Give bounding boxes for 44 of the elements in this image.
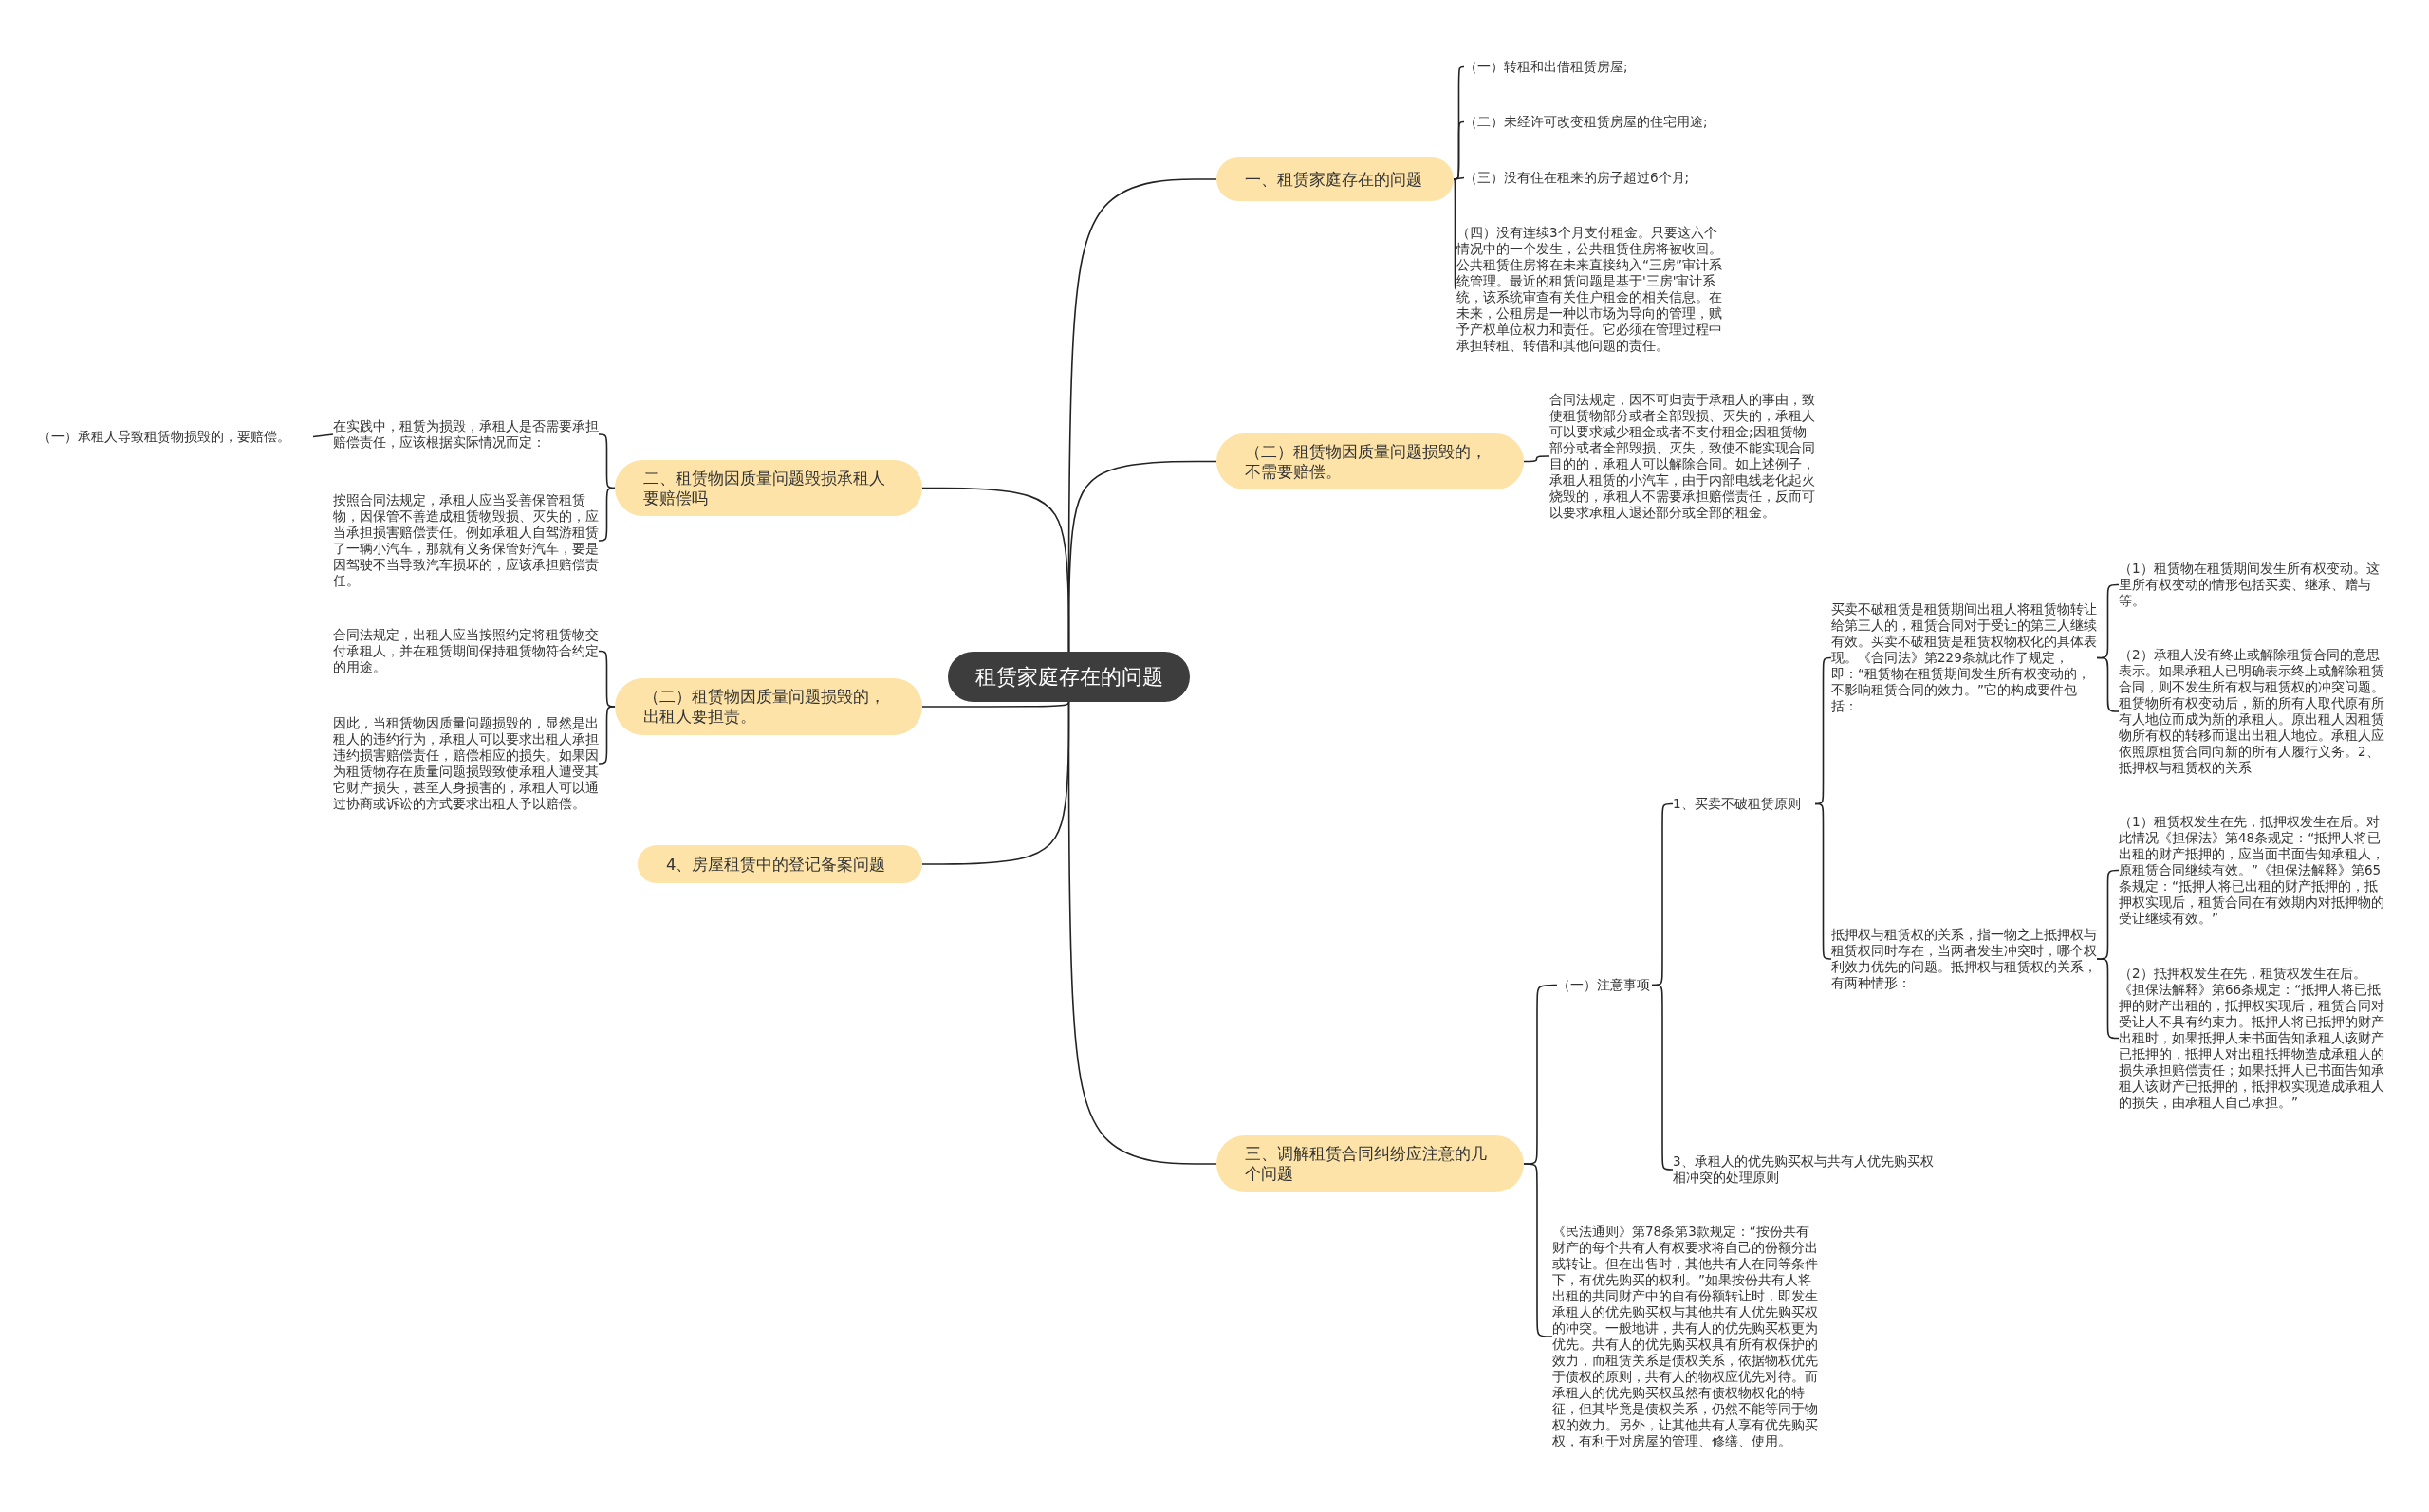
topic-text: 按照合同法规定，承租人应当妥善保管租赁物，因保管不善造成租赁物毁损、灭失的，应当承担损害赔偿责任。例如承租人自驾游租赁了一辆小汽车，那就有义务保管好汽车，要是因驾驶不当导致汽车损坏的，应该承担赔偿责任。 <box>333 492 599 589</box>
topic-text: 抵押权与租赁权的关系，指一物之上抵押权与租赁权同时存在，当两者发生冲突时，哪个权利效力优先的问题。抵押权与租赁权的关系，有两种情形： <box>1831 927 2097 991</box>
topic-text: （三）没有住在租来的房子超过6个月; <box>1464 170 1691 186</box>
topic-title: 租赁家庭存在的问题 <box>974 664 1163 690</box>
topic-text: （一）注意事项 <box>1557 977 1651 993</box>
connector-line <box>921 701 1070 708</box>
connector-line <box>598 487 616 542</box>
topic-pill <box>638 845 922 883</box>
connector-line <box>1523 455 1550 463</box>
connector-line <box>2096 958 2120 1040</box>
topic-text: 合同法规定，因不可归责于承租人的事由，致使租赁物部分或者全部毁损、灭失的，承租人可以要求减少租金或者不支付租金;因租赁物部分或者全部毁损、灭失，致使不能实现合同目的的，承租人可以解除合同。如上述例子，承租人租赁的小汽车，由于内部电线老化起火烧毁的，承租人不需要承担赔偿责任，反而可以要求承租人退还部分或全部的租金。 <box>1549 392 1815 521</box>
topic-text: （2）抵押权发生在先，租赁权发生在后。《担保法解释》第66条规定：“抵押人将已抵押的财产出租的，抵押权实现后，租赁合同对受让人不具有约束力。抵押人将已抵押的财产出租时，如果抵押人未书面告知承租人该财产已抵押的，抵押人对出租抵押物造成承租人的损失承担赔偿责任；如果抵押人已书面告知承租人该财产已抵押的，抵押权实现造成承租人的损失，由承租人自己承担。” <box>2119 966 2385 1111</box>
topic-label: （二）租赁物因质量问题损毁的，出租人要担责。 <box>643 687 886 727</box>
connector-line <box>921 701 1070 865</box>
connector-line <box>2096 656 2120 712</box>
topic-text: （二）未经许可改变租赁房屋的住宅用途; <box>1464 114 1709 130</box>
topic-label: 三、调解租赁合同纠纷应注意的几个问题 <box>1245 1144 1488 1184</box>
topic-text: 合同法规定，出租人应当按照约定将租赁物交付承租人，并在租赁期间保持租赁物符合约定的用途。 <box>333 627 599 675</box>
topic-text: （四）没有连续3个月支付租金。只要这六个情况中的一个发生，公共租赁住房将被收回。公共租赁住房将在未来直接纳入“三房”审计系统管理。最近的租赁问题是基于'三房'审计系统，该系统审查有关住户租金的相关信息。在未来，公租房是一种以市场为导向的管理，赋予产权单位权力和责任。它必须在管理过程中承担转租、转借和其他问题的责任。 <box>1456 225 1722 354</box>
topic-pill <box>615 678 922 735</box>
topic-text: 在实践中，租赁为损毁，承租人是否需要承担赔偿责任，应该根据实际情况而定： <box>333 418 599 451</box>
topic-text: 3、承租人的优先购买权与共有人优先购买权相冲突的处理原则 <box>1673 1153 1935 1186</box>
connector-line <box>921 487 1070 653</box>
connector-line <box>1453 178 1457 290</box>
topic-text: （1）租赁物在租赁期间发生所有权变动。这里所有权变动的情形包括买卖、继承、赠与等。 <box>2119 561 2381 609</box>
topic-text: （2）承租人没有终止或解除租赁合同的意思表示。如果承租人已明确表示终止或解除租赁合同，则不发生所有权与租赁权的冲突问题。租赁物所有权变动后，新的所有人取代原有所有人地位而成为新的承租人。原出租人因租赁物所有权的转移而退出出租人地位。承租人应依照原租赁合同向新的所有人履行义务。2、抵押权与租赁权的关系 <box>2119 647 2385 776</box>
topic-text: 因此，当租赁物因质量问题损毁的，显然是出租人的违约行为，承租人可以要求出租人承担违约损害赔偿责任，赔偿相应的损失。如果因为租赁物存在质量问题损毁致使承租人遭受其它财产损失，甚至人身损害的，承租人可以通过协商或诉讼的方式要求出租人予以赔偿。 <box>333 715 599 812</box>
topic-text: 买卖不破租赁是租赁期间出租人将租赁物转让给第三人的，租赁合同对于受让的第三人继续有效。买卖不破租赁是租赁权物权化的具体表现。《合同法》第229条就此作了规定，即：“租赁物在租赁期间发生所有权变动的，不影响租赁合同的效力。”它的构成要件包括： <box>1831 601 2097 714</box>
topic-pill <box>1216 157 1454 201</box>
topic-label: （二）租赁物因质量问题损毁的，不需要赔偿。 <box>1245 441 1488 482</box>
connector-line <box>1814 802 1832 960</box>
topic-text: 《民法通则》第78条第3款规定：“按份共有财产的每个共有人有权要求将自己的份额分出或转让。但在出售时，其他共有人在同等条件下，有优先购买的权利。”如果按份共有人将出租的共同财产中的自有份额转让时，即发生承租人的优先购买权与其他共有人优先购买权的冲突。一般地讲，共有人的优先购买权更为优先。共有人的优先购买权具有所有权保护的效力，而租赁关系是债权关系，依据物权优先于债权的原则，共有人的物权应优先对待。而承租人的优先购买权虽然有债权物权化的特征，但其毕竟是债权关系，仍然不能等同于物权的效力。另外，让其他共有人享有优先购买权，有利于对房屋的管理、修缮、使用。 <box>1552 1224 1818 1449</box>
central-topic <box>948 652 1190 702</box>
topic-label: 一、租赁家庭存在的问题 <box>1245 169 1422 190</box>
topic-text: （一）转租和出借租赁房屋; <box>1464 59 1629 75</box>
connector-line <box>598 706 616 765</box>
topic-text: （1）租赁权发生在先，抵押权发生在后。对此情况《担保法》第48条规定：“抵押人将已出租的财产抵押的，应当面书面告知承租人，原租赁合同继续有效。”《担保法解释》第65条规定：“抵押人将已出租的财产抵押的，抵押权实现后，租赁合同在有效期内对抵押物的受让继续有效。” <box>2119 814 2385 927</box>
topic-label: 二、租赁物因质量问题毁损承租人要赔偿吗 <box>643 468 886 508</box>
topic-pill <box>1216 1135 1524 1192</box>
connector-line <box>312 433 334 438</box>
topic-label: 4、房屋租赁中的登记备案问题 <box>666 854 886 875</box>
topic-text: （一）承租人导致租赁物损毁的，要赔偿。 <box>38 429 291 445</box>
topic-text: 1、买卖不破租赁原则 <box>1673 796 1802 812</box>
connector-line <box>1651 984 1674 1171</box>
